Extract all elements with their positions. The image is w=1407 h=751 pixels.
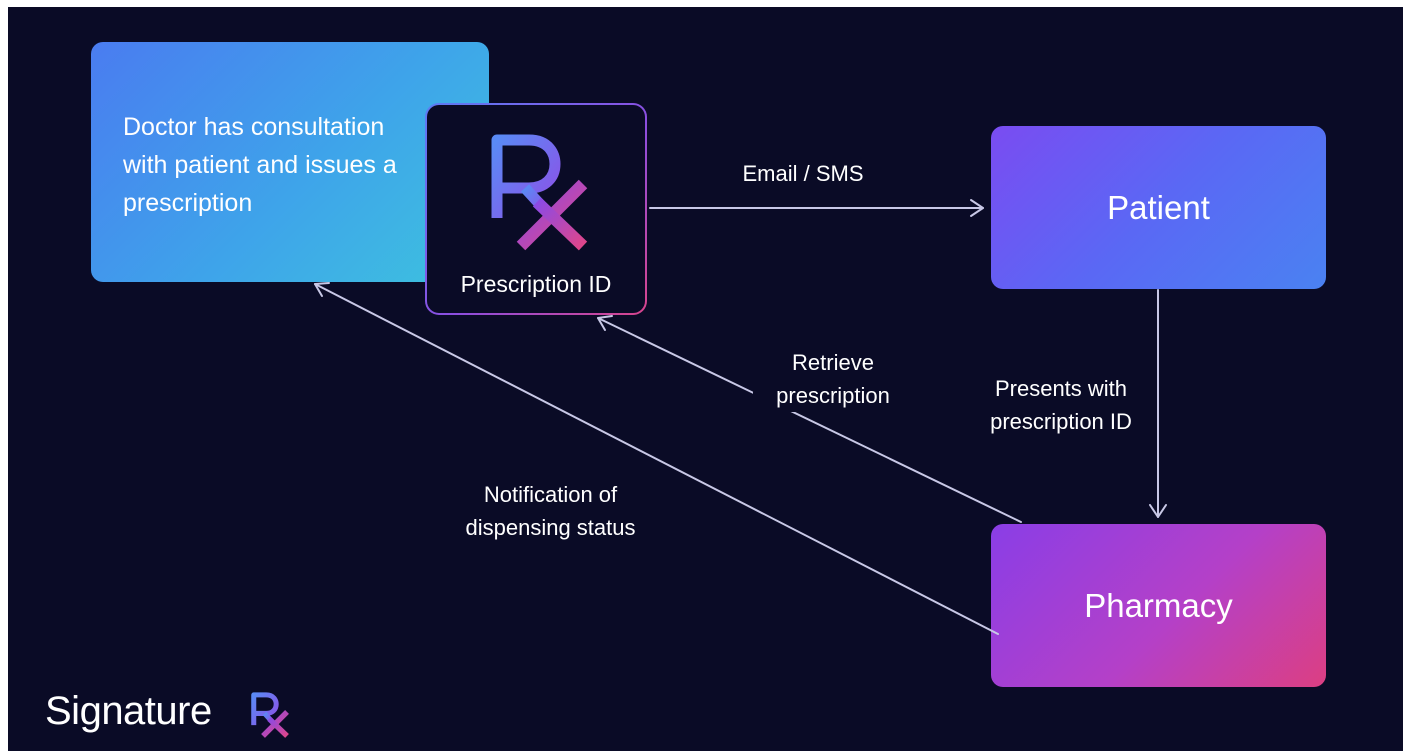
brand-name: Signature (45, 689, 212, 733)
prescription-id-label: Prescription ID (460, 271, 612, 297)
patient-label: Patient (1107, 188, 1210, 226)
prescription-id-inner: Prescription ID (427, 105, 645, 313)
prescription-id-node: Prescription ID (425, 103, 647, 315)
pharmacy-label: Pharmacy (1084, 586, 1233, 624)
patient-node: Patient (991, 126, 1326, 289)
doctor-node-text: Doctor has consultation with patient and… (123, 113, 397, 217)
rx-logo-icon (491, 134, 588, 251)
rx-logo-icon (251, 692, 289, 738)
presents-arrow (1149, 289, 1167, 518)
email-sms-arrow (649, 199, 984, 217)
arrows-layer (314, 199, 1167, 635)
notification-label: Notification of dispensing status (465, 482, 636, 540)
email-sms-label: Email / SMS (742, 161, 864, 186)
doctor-node: Doctor has consultation with patient and… (91, 42, 489, 282)
diagram-canvas: Doctor has consultation with patient and… (8, 7, 1403, 751)
notification-arrow (314, 282, 999, 635)
retrieve-label: Retrieve prescription (753, 346, 913, 412)
retrieve-arrow (597, 315, 1022, 523)
pharmacy-node: Pharmacy (991, 524, 1326, 687)
presents-label: Presents with prescription ID (990, 376, 1132, 434)
